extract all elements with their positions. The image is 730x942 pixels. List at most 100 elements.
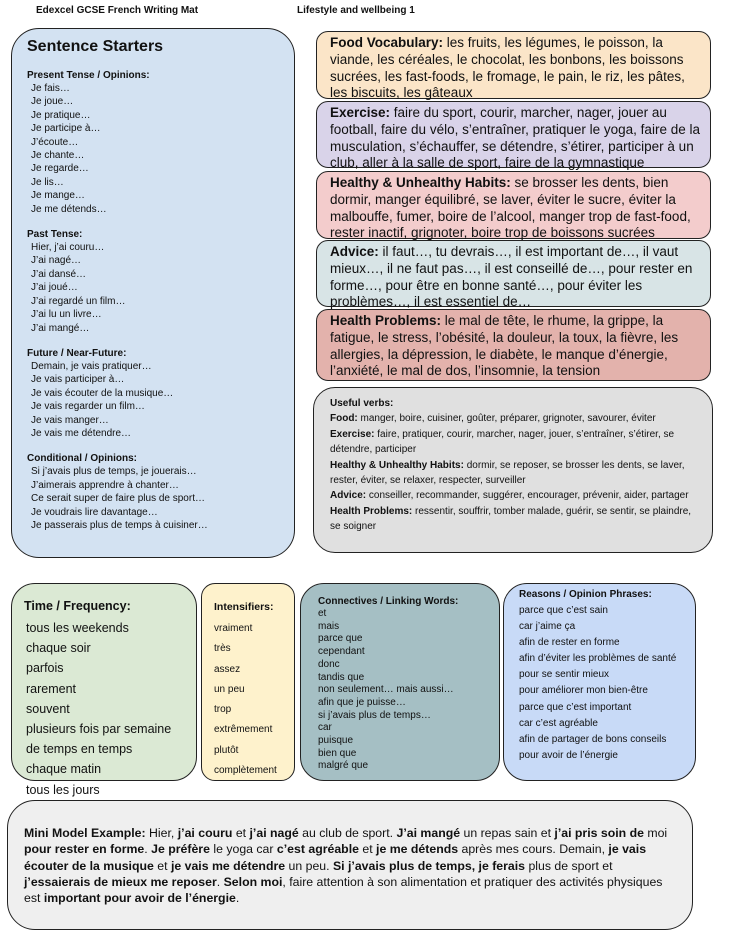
- health-problems-box: Health Problems: le mal de tête, le rhum…: [316, 309, 711, 381]
- connective-item: non seulement… mais aussi…: [318, 684, 454, 696]
- starter-item: Je vais regarder un film…: [31, 401, 145, 413]
- time-frequency-item: parfois: [26, 661, 64, 676]
- starter-item: Je participe à…: [31, 123, 101, 135]
- intensifier-item: plutôt: [214, 744, 239, 756]
- mini-model-segment: J’ai mangé: [396, 826, 461, 840]
- useful-verbs-title: Useful verbs:: [330, 398, 394, 409]
- habits-label: Healthy & Unhealthy Habits:: [330, 175, 511, 190]
- exercise-label: Exercise:: [330, 105, 391, 120]
- connective-item: parce que: [318, 633, 363, 645]
- starter-item: Je vais me détendre…: [31, 427, 132, 439]
- starter-item: J’ai mangé…: [31, 322, 90, 334]
- connective-item: bien que: [318, 747, 357, 759]
- mini-model-segment: j’ai pris soin de: [554, 826, 644, 840]
- starter-item: Si j’avais plus de temps, je jouerais…: [31, 466, 197, 478]
- useful-verbs-row: Health Problems: ressentir, souffrir, to…: [330, 504, 702, 535]
- starter-item: Ce serait super de faire plus de sport…: [31, 493, 205, 505]
- time-frequency-box: Time / Frequency: tous les weekends chaqu…: [11, 583, 197, 797]
- intensifier-item: complètement: [214, 765, 277, 777]
- starter-section-title: Past Tense:: [27, 229, 83, 241]
- starter-section-list: Si j’avais plus de temps, je jouerais…J’…: [27, 465, 282, 532]
- starter-item: Je vais participer à…: [31, 374, 125, 386]
- reason-item: afin de partager de bons conseils: [519, 733, 667, 745]
- intensifier-item: très: [214, 643, 231, 655]
- reason-item: pour avoir de l’énergie: [519, 749, 618, 761]
- starter-item: Je lis…: [31, 176, 64, 188]
- time-frequency-item: chaque soir: [26, 641, 91, 656]
- intensifier-item: extrêmement: [214, 724, 273, 736]
- mini-model-segment: après mes cours. Demain,: [458, 842, 609, 857]
- mini-model-segment: .: [216, 874, 224, 889]
- mini-model-segment: je me détends: [376, 842, 459, 857]
- useful-verbs-row-text: dormir, se reposer, se brosser les dents…: [330, 459, 685, 487]
- intensifier-item: trop: [214, 704, 232, 716]
- mini-model-segment: le yoga car: [209, 842, 277, 857]
- useful-verbs-row-text: faire, pratiquer, courir, marcher, nager…: [330, 428, 675, 456]
- mini-model-text: Mini Model Example: Hier, j’ai couru et …: [24, 825, 676, 906]
- useful-verbs-row: Food: manger, boire, cuisiner, goûter, p…: [330, 411, 702, 426]
- useful-verbs-row-text: conseiller, recommander, suggérer, encou…: [366, 490, 689, 502]
- habits-text: se brosser les dents, bien dormir, mange…: [330, 175, 691, 241]
- starter-item: Je vais écouter de la musique…: [31, 387, 174, 399]
- mini-model-segment: j’essaierais de mieux me reposer: [24, 874, 217, 889]
- mini-model-segment: important pour avoir de l’énergie: [43, 891, 236, 906]
- mini-model-segment: c’est agréable: [276, 842, 359, 857]
- connective-item: car: [318, 722, 332, 734]
- connective-item: malgré que: [318, 760, 369, 772]
- mini-model-segment: et: [153, 858, 171, 873]
- intensifier-item: vraiment: [214, 623, 253, 634]
- time-frequency-item: tous les weekends: [26, 621, 129, 635]
- reason-item: car j’aime ça: [519, 621, 576, 633]
- mini-model-segment: Je préfère: [151, 842, 210, 857]
- starter-section-list: Hier, j’ai couru…J’ai nagé…J’ai dansé…J’…: [27, 241, 282, 335]
- starter-item: Je mange…: [31, 190, 85, 202]
- starter-item: Je passerais plus de temps à cuisiner…: [31, 519, 208, 531]
- connective-item: mais: [318, 620, 340, 632]
- mini-model-box: Mini Model Example: Hier, j’ai couru et …: [7, 800, 693, 930]
- mini-model-segment: au club de sport.: [298, 826, 397, 840]
- health-problems-label: Health Problems:: [330, 313, 442, 328]
- starter-item: Je pratique…: [31, 109, 91, 121]
- starter-item: J’ai joué…: [31, 282, 78, 294]
- useful-verbs-row: Advice: conseiller, recommander, suggére…: [330, 488, 702, 503]
- time-frequency-item: chaque matin: [26, 762, 102, 777]
- mini-model-segment: pour rester en forme: [24, 842, 145, 857]
- connective-item: donc: [318, 658, 340, 670]
- useful-verbs-row-label: Advice:: [330, 490, 367, 502]
- starter-section-title: Conditional / Opinions:: [27, 453, 137, 465]
- useful-verbs-row-label: Healthy & Unhealthy Habits:: [330, 459, 464, 471]
- time-frequency-title: Time / Frequency:: [24, 599, 131, 613]
- time-frequency-item: souvent: [26, 701, 70, 716]
- habits-box: Healthy & Unhealthy Habits: se brosser l…: [316, 171, 711, 241]
- intensifiers-title: Intensifiers:: [214, 601, 274, 613]
- starter-item: Je voudrais lire davantage…: [31, 506, 158, 518]
- reason-item: parce que c’est important: [519, 701, 632, 713]
- mini-model-segment: Selon moi: [223, 874, 283, 889]
- mini-model-segment: et: [232, 826, 250, 840]
- sentence-starters-title: Sentence Starters: [27, 38, 164, 55]
- useful-verbs-box: Useful verbs: Food: manger, boire, cuisi…: [313, 387, 713, 553]
- mini-model-segment: un repas sain et: [460, 826, 555, 840]
- reason-item: afin d’éviter les problèmes de santé: [519, 653, 677, 665]
- connective-item: puisque: [318, 735, 354, 747]
- starter-item: Je fais…: [31, 83, 70, 94]
- mini-model-segment: .: [235, 891, 240, 906]
- exercise-text: faire du sport, courir, marcher, nager, …: [330, 105, 700, 171]
- sentence-starters-sections: Present Tense / Opinions:Je fais…Je joue…: [27, 70, 282, 532]
- starter-item: Demain, je vais pratiquer…: [31, 360, 152, 372]
- starter-item: J’ai lu un livre…: [31, 309, 102, 321]
- mini-model-segment: je vais me détendre: [170, 858, 286, 873]
- starter-item: J’ai nagé…: [31, 255, 82, 267]
- connective-item: afin que je puisse…: [318, 696, 406, 708]
- mini-model-segment: Si j’avais plus de temps, je ferais: [332, 858, 526, 873]
- connective-item: cependant: [318, 646, 365, 658]
- connectives-title: Connectives / Linking Words:: [318, 596, 459, 607]
- connective-item: tandis que: [318, 671, 365, 683]
- reason-item: afin de rester en forme: [519, 637, 620, 649]
- advice-text: il faut…, tu devrais…, il est important …: [330, 244, 693, 310]
- health-problems-text: le mal de tête, le rhume, la grippe, la …: [330, 313, 679, 379]
